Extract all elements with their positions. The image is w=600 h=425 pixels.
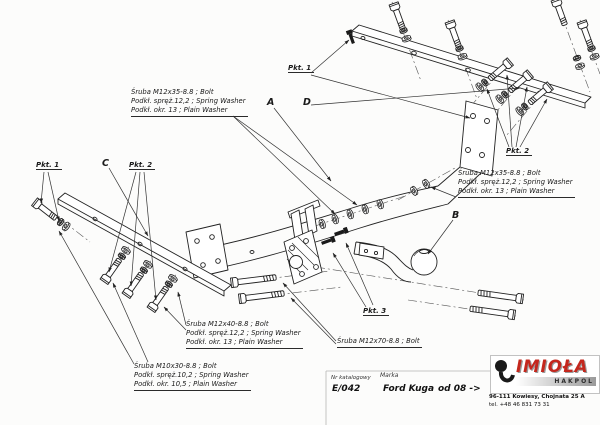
mounting-plate-right	[437, 100, 499, 205]
part-letter-b: B	[452, 210, 460, 221]
callout-line: Podkł. okr. 13 ; Plain Washer	[131, 105, 228, 114]
callout-line: Podkł. spręż.10,2 ; Spring Washer	[134, 370, 249, 379]
part-letter-c: C	[102, 158, 109, 169]
callout-line: Śruba M10x30-8.8 ; Bolt	[134, 362, 217, 370]
callout-m12x35-top-left: Śruba M12x35-8.8 ; Bolt Podkł. spręż.12,…	[131, 88, 248, 117]
manufacturer-logo: IMIOŁA HAKPOL	[490, 355, 600, 394]
callout-line: Podkł. spręż.12,2 ; Spring Washer	[131, 96, 246, 105]
point-label-pkt2-left: Pkt. 2	[129, 161, 156, 170]
callout-line: Śruba M12x40-8.8 ; Bolt	[186, 320, 269, 328]
callout-line: Śruba M12x70-8.8 ; Bolt	[337, 337, 420, 345]
leader-lines	[39, 39, 548, 365]
callout-m12x40: Śruba M12x40-8.8 ; Bolt Podkł. spręż.12,…	[186, 320, 303, 349]
top-rail-bolts	[388, 0, 600, 71]
logo-name: IMIOŁA	[516, 357, 589, 376]
callout-line: Podkł. spręż.12,2 ; Spring Washer	[186, 328, 301, 337]
tow-ball	[353, 241, 438, 283]
callout-m12x35-right: Śruba M12x35-8.8 ; Bolt Podkł. spręż.12,…	[458, 169, 575, 198]
callout-line: Podkł. okr. 10,5 ; Plain Washer	[134, 379, 237, 388]
top-rail	[345, 24, 592, 109]
towhook-logo-icon	[495, 360, 515, 383]
part-letter-d: D	[303, 97, 311, 108]
part-letter-a: A	[267, 97, 275, 108]
point-label-pkt1-top: Pkt. 1	[288, 64, 315, 73]
callout-line: Śruba M12x35-8.8 ; Bolt	[131, 88, 214, 96]
main-crossbeam	[195, 185, 449, 273]
year-range: od 08 ->	[438, 384, 481, 394]
brand-value: Ford Kuga	[383, 384, 435, 394]
callout-line: Podkł. okr. 13 ; Plain Washer	[186, 337, 283, 346]
catalog-number-label: Nr katalogowy	[331, 375, 371, 381]
brand-label: Marka	[380, 372, 399, 379]
ball-housing	[283, 199, 350, 285]
callout-line: Śruba M12x35-8.8 ; Bolt	[458, 169, 541, 177]
manufacturer-phone: tel. +48 46 831 73 31	[489, 402, 550, 408]
washer-chain	[317, 178, 432, 230]
manufacturer-address: 96-111 Kowiesy, Chojnata 25 A	[489, 394, 585, 400]
point-label-pkt2-right: Pkt. 2	[506, 147, 533, 156]
logo-bar: HAKPOL	[516, 377, 596, 386]
callout-line: Podkł. okr. 13 ; Plain Washer	[458, 186, 555, 195]
callout-m10x30: Śruba M10x30-8.8 ; Bolt Podkł. spręż.10,…	[134, 362, 251, 391]
callout-line: Podkł. spręż.12,2 ; Spring Washer	[458, 177, 573, 186]
point-label-pkt3: Pkt. 3	[363, 307, 390, 316]
logo-subname: HAKPOL	[554, 378, 594, 385]
point-label-pkt1-left: Pkt. 1	[36, 161, 63, 170]
catalog-number-value: E/042	[332, 384, 361, 394]
end-plate-left	[185, 223, 229, 279]
callout-m12x70: Śruba M12x70-8.8 ; Bolt	[337, 337, 422, 348]
